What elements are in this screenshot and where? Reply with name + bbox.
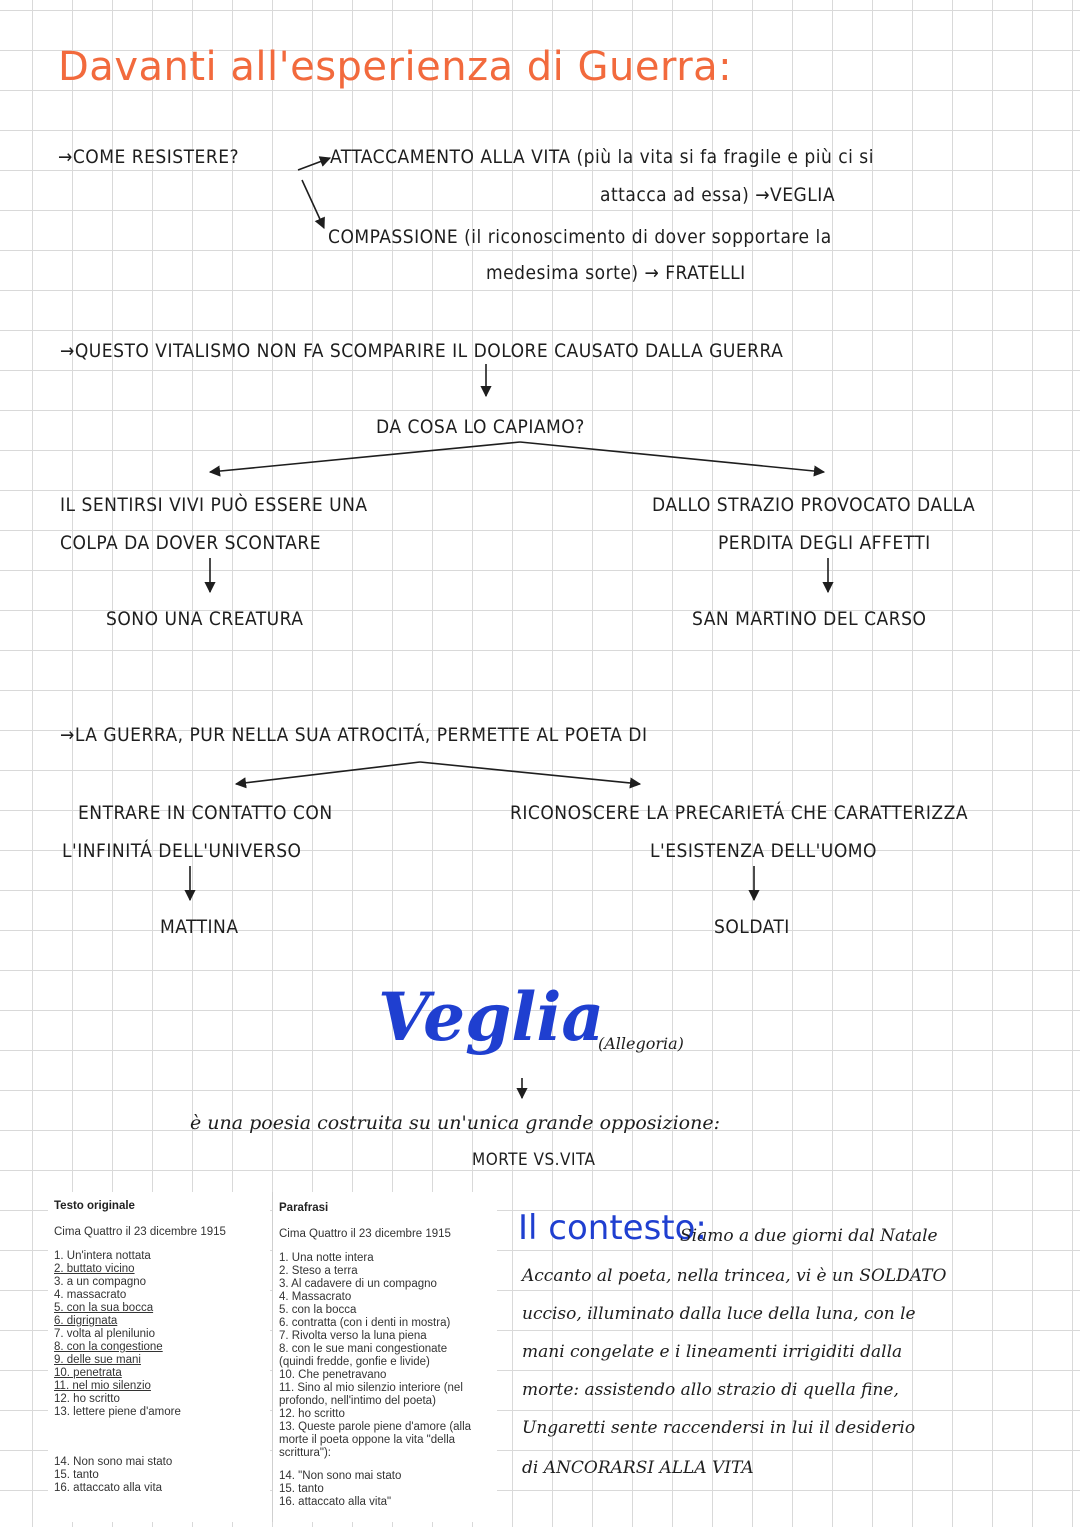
list-item: 16. attaccato alla vita" [279, 1496, 392, 1508]
list-item: 6. contratta (con i denti in mostra) [279, 1317, 451, 1329]
contesto-line-6: Ungaretti sente raccendersi in lui il de… [522, 1418, 916, 1438]
branch-compassione-line2: medesima sorte) → FRATELLI [486, 262, 746, 284]
parafrasi-heading: Parafrasi [279, 1202, 329, 1214]
veglia-subtitle: (Allegoria) [598, 1034, 684, 1053]
veglia-description: è una poesia costruita su un'unica grand… [190, 1112, 721, 1134]
list-item: (quindi fredde, gonfie e livide) [279, 1356, 430, 1368]
list-item: 5. con la sua bocca [54, 1302, 154, 1314]
branch-compassione-line1: COMPASSIONE (il riconoscimento di dover … [328, 226, 832, 248]
list-item: 3. Al cadavere di un compagno [279, 1278, 437, 1290]
list-item: 7. Rivolta verso la luna piena [279, 1330, 427, 1342]
arrow-to-attaccamento [297, 156, 332, 171]
list-item: 8. con le sue mani congestionate [279, 1343, 448, 1355]
list-item: 5. con la bocca [279, 1304, 357, 1316]
vitalismo-left-line2: COLPA DA DOVER SCONTARE [60, 532, 321, 554]
arrow-vitalismo-left [208, 441, 521, 477]
list-item: 8. con la congestione [54, 1341, 163, 1353]
list-item: 9. delle sue mani [54, 1354, 141, 1366]
parafrasi-panel: Parafrasi Cima Quattro il 23 dicembre 19… [272, 1192, 497, 1522]
list-item: 12. ho scritto [54, 1393, 120, 1405]
list-item: 2. Steso a terra [279, 1265, 358, 1277]
arrow-vitalismo-right [519, 441, 826, 477]
contesto-line-3: ucciso, illuminato dalla luce della luna… [522, 1304, 916, 1324]
guerra-left-line2: L'INFINITÁ DELL'UNIVERSO [62, 840, 302, 862]
guerra-left-result: MATTINA [160, 916, 239, 938]
vitalismo-question: DA COSA LO CAPIAMO? [376, 416, 585, 438]
list-item: 2. buttato vicino [54, 1263, 135, 1275]
list-item: 12. ho scritto [279, 1408, 345, 1420]
list-item: scrittura"): [279, 1447, 332, 1459]
vitalismo-right-result: SAN MARTINO DEL CARSO [692, 608, 927, 630]
list-item: 4. Massacrato [279, 1291, 352, 1303]
contesto-line-1: Siamo a due giorni dal Natale [680, 1226, 938, 1246]
list-item: morte il poeta oppone la vita "della [279, 1434, 456, 1446]
veglia-opposition: MORTE VS.VITA [472, 1150, 596, 1170]
list-item: 4. massacrato [54, 1289, 127, 1301]
branch-attaccamento-line2: attacca ad essa) →VEGLIA [600, 184, 836, 206]
list-item: 10. Che penetravano [279, 1369, 387, 1381]
veglia-title: Veglia [378, 978, 605, 1056]
list-item: 11. nel mio silenzio [54, 1380, 151, 1392]
list-item: 1. Una notte intera [279, 1252, 374, 1264]
list-item: 11. Sino al mio silenzio interiore (nel [279, 1382, 463, 1394]
vitalismo-left-line1: IL SENTIRSI VIVI PUÒ ESSERE UNA [60, 494, 368, 516]
arrow-guerra-left [234, 761, 421, 789]
testo-originale-date: Cima Quattro il 23 dicembre 1915 [54, 1226, 226, 1238]
list-item: 1. Un'intera nottata [54, 1250, 151, 1262]
guerra-right-line2: L'ESISTENZA DELL'UOMO [650, 840, 877, 862]
contesto-line-5: morte: assistendo allo strazio di quella… [522, 1380, 899, 1400]
guerra-statement: →LA GUERRA, PUR NELLA SUA ATROCITÁ, PERM… [60, 724, 648, 746]
vitalismo-right-line2: PERDITA DEGLI AFFETTI [718, 532, 931, 554]
contesto-line-2: Accanto al poeta, nella trincea, vi è un… [522, 1266, 947, 1286]
vitalismo-left-result: SONO UNA CREATURA [106, 608, 304, 630]
branch-attaccamento-line1: ATTACCAMENTO ALLA VITA (più la vita si f… [330, 146, 874, 168]
come-resistere-question: →COME RESISTERE? [58, 146, 240, 168]
testo-originale-lines: 1. Un'intera nottata 2. buttato vicino 3… [54, 1250, 181, 1419]
guerra-right-line1: RICONOSCERE LA PRECARIETÁ CHE CARATTERIZ… [510, 802, 969, 824]
parafrasi-lines: 1. Una notte intera 2. Steso a terra 3. … [279, 1252, 471, 1460]
contesto-line-4: mani congelate e i lineamenti irrigiditi… [522, 1342, 903, 1362]
parafrasi-lines2: 14. "Non sono mai stato 15. tanto 16. at… [279, 1470, 401, 1509]
vitalismo-right-line1: DALLO STRAZIO PROVOCATO DALLA [652, 494, 976, 516]
page-title: Davanti all'esperienza di Guerra: [58, 44, 733, 90]
list-item: 16. attaccato alla vita [54, 1482, 163, 1494]
list-item: 15. tanto [54, 1469, 99, 1481]
testo-originale-heading: Testo originale [54, 1200, 135, 1212]
list-item: 14. Non sono mai stato [54, 1456, 173, 1468]
testo-originale-panel: Testo originale Cima Quattro il 23 dicem… [48, 1192, 270, 1522]
contesto-title: Il contesto: [518, 1208, 707, 1248]
list-item: 14. "Non sono mai stato [279, 1470, 402, 1482]
arrow-guerra-right [419, 761, 642, 789]
parafrasi-date: Cima Quattro il 23 dicembre 1915 [279, 1228, 451, 1240]
testo-originale-lines2: 14. Non sono mai stato 15. tanto 16. att… [54, 1456, 172, 1495]
contesto-line-7: di ANCORARSI ALLA VITA [522, 1458, 754, 1478]
list-item: 7. volta al plenilunio [54, 1328, 156, 1340]
list-item: 3. a un compagno [54, 1276, 147, 1288]
list-item: profondo, nell'intimo del poeta) [279, 1395, 436, 1407]
list-item: 6. digrignata [54, 1315, 118, 1327]
list-item: 10. penetrata [54, 1367, 122, 1379]
arrow-to-compassione [301, 179, 325, 230]
list-item: 13. Queste parole piene d'amore (alla [279, 1421, 472, 1433]
guerra-right-result: SOLDATI [714, 916, 790, 938]
list-item: 15. tanto [279, 1483, 324, 1495]
vitalismo-statement: →QUESTO VITALISMO NON FA SCOMPARIRE IL D… [60, 340, 784, 362]
list-item: 13. lettere piene d'amore [54, 1406, 181, 1418]
guerra-left-line1: ENTRARE IN CONTATTO CON [78, 802, 333, 824]
